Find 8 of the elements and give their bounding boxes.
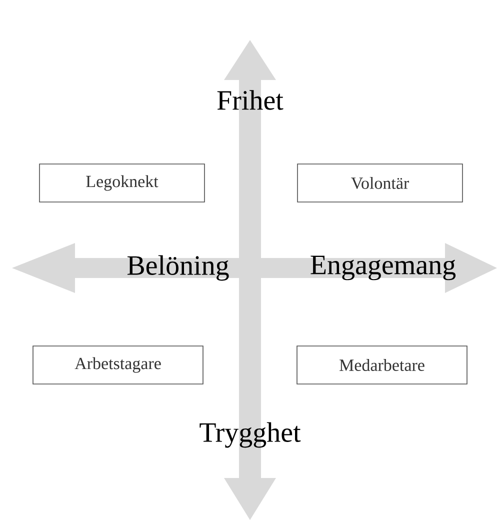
label-box: Volontär xyxy=(297,164,463,202)
axis-label: Engagemang xyxy=(310,256,456,280)
axis-label: Trygghet xyxy=(200,422,301,448)
axis-label: Belöning xyxy=(127,255,229,281)
label-box: Legoknekt xyxy=(39,164,205,202)
label-box: Arbetstagare xyxy=(32,346,204,384)
axis-label: Frihet xyxy=(217,90,284,110)
label-box: Medarbetare xyxy=(296,346,468,384)
